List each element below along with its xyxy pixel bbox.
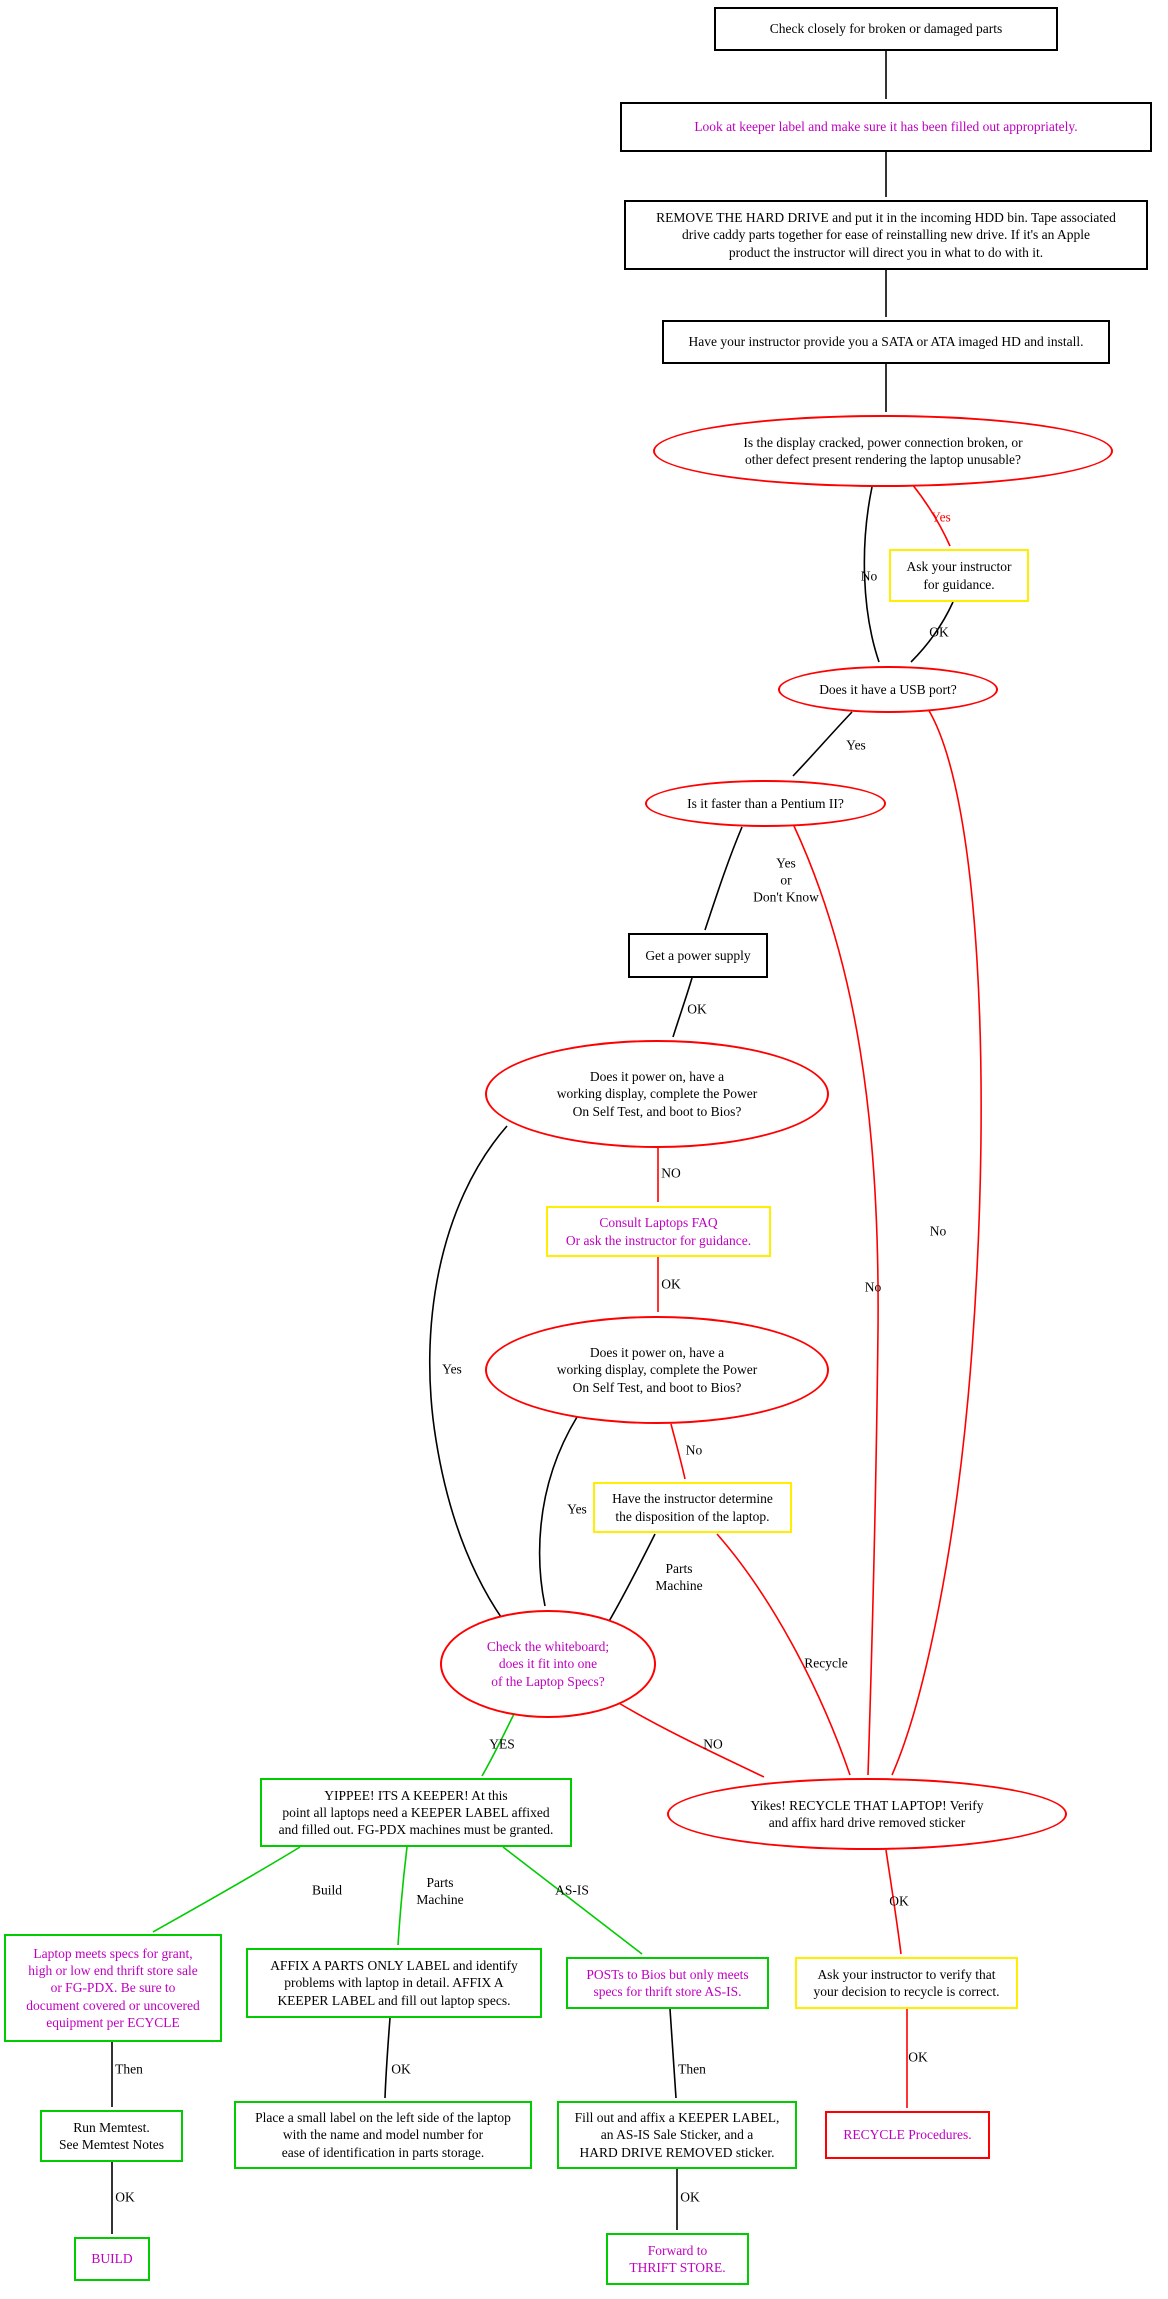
edge-label-poweron2-yes: Yes (567, 1501, 587, 1517)
edge-disposition-to-yikes (716, 1533, 851, 1776)
edge-poweron1-to-whiteboard (428, 1125, 508, 1621)
edge-usb-to-pentium (792, 711, 853, 777)
edge-label-usb-no: No (929, 1223, 947, 1239)
node-keeper-label: Look at keeper label and make sure it ha… (620, 102, 1152, 152)
node-power-on-question-2: Does it power on, have a working display… (485, 1316, 829, 1424)
node-laptop-meets-specs: Laptop meets specs for grant, high or lo… (4, 1934, 222, 2042)
edge-label-pentium-no: No (864, 1279, 882, 1295)
node-fill-out-keeper-label: Fill out and affix a KEEPER LABEL, an AS… (557, 2101, 797, 2169)
node-power-on-question-1: Does it power on, have a working display… (485, 1040, 829, 1148)
edge-label-yippee-asis: AS-IS (555, 1882, 589, 1898)
edge-poweron2-to-disposition (670, 1423, 686, 1480)
node-forward-thrift-store: Forward to THRIFT STORE. (606, 2233, 749, 2285)
node-check-whiteboard-question: Check the whiteboard; does it fit into o… (440, 1610, 656, 1718)
edge-label-whiteboard-no: NO (703, 1736, 723, 1752)
node-ask-instructor-guidance: Ask your instructor for guidance. (889, 549, 1029, 602)
edge-label-power-ok: OK (687, 1001, 707, 1017)
edge-yippee-to-meets (152, 1846, 301, 1933)
edge-guidance-to-usb (910, 601, 954, 663)
edge-label-poweron2-no: No (685, 1442, 703, 1458)
edge-label-yippee-build: Build (311, 1882, 343, 1898)
node-pentium-question: Is it faster than a Pentium II? (645, 780, 886, 827)
edge-label-verify-ok: OK (908, 2049, 928, 2065)
edge-pentium-to-yikes (793, 825, 879, 1776)
edge-display-to-usb (863, 486, 880, 663)
node-run-memtest: Run Memtest. See Memtest Notes (40, 2110, 183, 2162)
edge-label-poweron1-no: NO (661, 1165, 681, 1181)
edge-label-display-yes: Yes (931, 509, 951, 525)
edge-label-meets-then: Then (115, 2061, 143, 2077)
node-affix-parts-only-label: AFFIX A PARTS ONLY LABEL and identify pr… (246, 1948, 542, 2018)
edge-label-usb-yes: Yes (846, 737, 866, 753)
node-usb-port-question: Does it have a USB port? (778, 666, 998, 713)
node-yikes-recycle: Yikes! RECYCLE THAT LAPTOP! Verify and a… (667, 1778, 1067, 1850)
node-instructor-disposition: Have the instructor determine the dispos… (593, 1482, 792, 1533)
node-yippee-keeper: YIPPEE! ITS A KEEPER! At this point all … (260, 1778, 572, 1847)
edge-label-fillout-ok: OK (680, 2189, 700, 2205)
node-display-cracked-question: Is the display cracked, power connection… (653, 415, 1113, 487)
node-remove-hard-drive: REMOVE THE HARD DRIVE and put it in the … (624, 200, 1148, 270)
edge-label-consult-ok: OK (661, 1276, 681, 1292)
edge-yippee-to-posts (502, 1846, 643, 1955)
edge-power-to-poweron1 (672, 977, 693, 1038)
edge-label-pentium-yes: Yes or Don't Know (753, 855, 819, 905)
edge-label-poweron1-yes: Yes (442, 1361, 462, 1377)
edge-label-disposition-recycle: Recycle (804, 1655, 848, 1671)
edge-label-display-no: No (860, 568, 878, 584)
edge-whiteboard-to-yikes (616, 1701, 765, 1778)
edge-label-whiteboard-yes: YES (489, 1736, 515, 1752)
edge-disposition-to-whiteboard (607, 1533, 656, 1624)
node-recycle-procedures: RECYCLE Procedures. (825, 2111, 990, 2159)
node-get-power-supply: Get a power supply (628, 933, 768, 978)
node-place-small-label: Place a small label on the left side of … (234, 2101, 532, 2169)
edge-poweron2-to-whiteboard (538, 1416, 578, 1607)
edge-yikes-to-verify (885, 1849, 902, 1955)
edge-yippee-to-affix (397, 1846, 408, 1946)
node-posts-to-bios-asis: POSTs to Bios but only meets specs for t… (566, 1957, 769, 2009)
node-consult-laptops-faq: Consult Laptops FAQ Or ask the instructo… (546, 1206, 771, 1257)
edge-label-disposition-parts: Parts Machine (655, 1561, 703, 1593)
node-check-parts: Check closely for broken or damaged part… (714, 7, 1058, 51)
edge-label-yippee-parts: Parts Machine (416, 1875, 464, 1907)
edge-display-to-guidance (911, 483, 951, 547)
edge-pentium-to-power (704, 826, 743, 931)
edge-posts-to-fillout (669, 2008, 677, 2099)
edge-label-yikes-ok: OK (889, 1893, 909, 1909)
edge-label-posts-then: Then (678, 2061, 706, 2077)
edge-affix-to-place (384, 2017, 391, 2099)
node-ask-instructor-verify: Ask your instructor to verify that your … (795, 1957, 1018, 2009)
edge-label-affix-ok: OK (391, 2061, 411, 2077)
node-sata-install: Have your instructor provide you a SATA … (662, 320, 1110, 364)
edge-whiteboard-to-yippee (481, 1713, 515, 1777)
edge-usb-to-yikes (891, 708, 982, 1776)
edge-label-guidance-ok: OK (929, 624, 949, 640)
node-build: BUILD (74, 2237, 150, 2281)
edge-label-memtest-ok: OK (115, 2189, 135, 2205)
